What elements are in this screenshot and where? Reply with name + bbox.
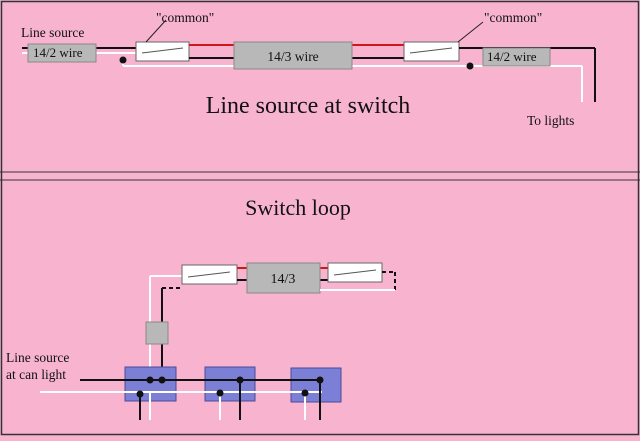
can-3-splice-dot-a [316,376,324,384]
can-light-box-3 [290,367,342,403]
left-common-label: "common" [156,10,214,25]
middle-14-3-wire-label: 14/3 wire [267,49,318,64]
loop-cable-connector-box [145,321,169,345]
line-source-label: Line source [21,25,84,40]
right-14-2-cable-box [482,47,551,67]
can-3-splice-dot-b [301,389,309,397]
left-three-way-switch [135,41,190,62]
line-source-at-switch-section: 14/2 wire Line source "common" 14/3 wire… [21,10,596,128]
left-splice-dot [119,56,127,64]
can-light-box-2 [204,366,256,402]
loop-14-3-cable-box [246,262,321,294]
loop-14-3-label: 14/3 [271,272,296,287]
can-1-splice-dot-a [146,376,154,384]
switch-loop-title: Switch loop [245,195,351,220]
right-splice-dot [466,62,474,70]
can-2-splice-dot-b [216,389,224,397]
left-14-2-wire-label: 14/2 wire [33,45,83,60]
right-common-label: "common" [484,10,542,25]
can-1-splice-dot-b [158,376,166,384]
right-three-way-switch [403,41,460,62]
right-switch-toggle [409,47,453,54]
can-1-splice-dot-c [136,390,144,398]
can-line-source-label-1: Line source [6,350,69,365]
loop-switch-left-toggle [187,271,231,278]
can-line-source-label-2: at can light [6,367,66,382]
loop-switch-right-toggle [333,269,377,276]
middle-14-3-cable-box [233,41,353,70]
right-common-leader [457,21,484,43]
left-14-2-cable-box [27,43,97,63]
line-source-at-switch-title: Line source at switch [206,93,411,119]
right-14-2-wire-label: 14/2 wire [487,49,537,64]
can-2-splice-dot-a [236,376,244,384]
switch-loop-section: Switch loop 14/3 [6,195,396,420]
left-switch-toggle [141,47,184,54]
to-lights-label: To lights [527,113,574,128]
left-common-leader [145,19,167,43]
